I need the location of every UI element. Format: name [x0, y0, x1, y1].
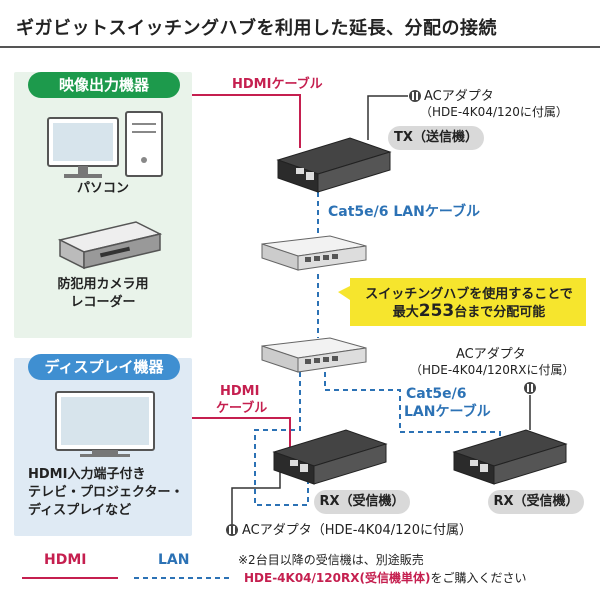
tx-badge: TX（送信機） — [388, 126, 484, 150]
callout-line2: 最大253台まで分配可能 — [392, 301, 546, 321]
note-line2: HDE-4K04/120RX(受信機単体)をご購入ください — [244, 571, 527, 585]
hdmi-cable-mid-label-1: HDMI — [220, 384, 260, 399]
hdmi-cable-top — [192, 94, 301, 148]
hdmi-cable-mid-label-2: ケーブル — [216, 401, 268, 416]
legend-lan-label: LAN — [158, 552, 190, 568]
tx-adapter-plug-icon — [409, 90, 421, 102]
callout-line1: スイッチングハブを使用することで — [365, 287, 573, 302]
pc-icon — [47, 111, 163, 178]
rx1-adapter-plug-icon — [226, 524, 238, 536]
lan-cable-switch-rx1 — [254, 372, 309, 506]
hdmi-cable-top-label: HDMIケーブル — [232, 77, 323, 92]
lan-cable-right-label-2: LANケーブル — [404, 404, 491, 420]
switching-hub-bottom-icon — [261, 337, 367, 373]
rx1-adapter-label: ACアダプタ（HDE-4K04/120に付属） — [242, 523, 472, 538]
rx1-badge: RX（受信機） — [314, 490, 410, 514]
recorder-label-line1: 防犯用カメラ用 — [57, 277, 149, 292]
tx-adapter-label: ACアダプタ — [424, 89, 494, 104]
hdmi-cable-bottom — [192, 417, 291, 448]
source-devices-badge: 映像出力機器 — [28, 72, 180, 98]
rx2-badge: RX（受信機） — [488, 490, 584, 514]
tx-adapter-note: （HDE-4K04/120に付属） — [420, 105, 568, 119]
rx2-adapter-note: （HDE-4K04/120RXに付属） — [410, 363, 575, 377]
note-line1: ※2台目以降の受信機は、別途販売 — [238, 553, 424, 567]
lan-cable-top-label: Cat5e/6 LANケーブル — [328, 204, 481, 220]
rx2-adapter-plug-icon — [524, 382, 536, 394]
display-label-line3: ディスプレイなど — [28, 503, 132, 518]
rx2-device-icon — [452, 429, 568, 485]
recorder-icon — [57, 221, 163, 270]
display-label-line1: HDMI入力端子付き — [28, 467, 146, 482]
distribution-callout — [350, 278, 586, 326]
title-divider — [0, 46, 600, 48]
switching-hub-top-icon — [261, 235, 367, 271]
rx1-device-icon — [272, 429, 388, 485]
rx1-adapter-cord — [231, 470, 281, 526]
tv-icon — [55, 391, 155, 457]
pc-label: パソコン — [76, 181, 129, 196]
rx2-adapter-label: ACアダプタ — [456, 347, 526, 362]
recorder-label-line2: レコーダー — [70, 295, 136, 310]
page-title: ギガビットスイッチングハブを利用した延長、分配の接続 — [16, 18, 497, 39]
legend-hdmi-label: HDMI — [44, 552, 87, 568]
tx-adapter-cord — [367, 95, 408, 140]
callout-pointer — [338, 286, 350, 300]
display-label-line2: テレビ・プロジェクター・ — [28, 485, 184, 500]
lan-cable-right-label-1: Cat5e/6 — [406, 386, 467, 402]
tx-device-icon — [276, 137, 392, 193]
display-devices-badge: ディスプレイ機器 — [28, 354, 180, 380]
